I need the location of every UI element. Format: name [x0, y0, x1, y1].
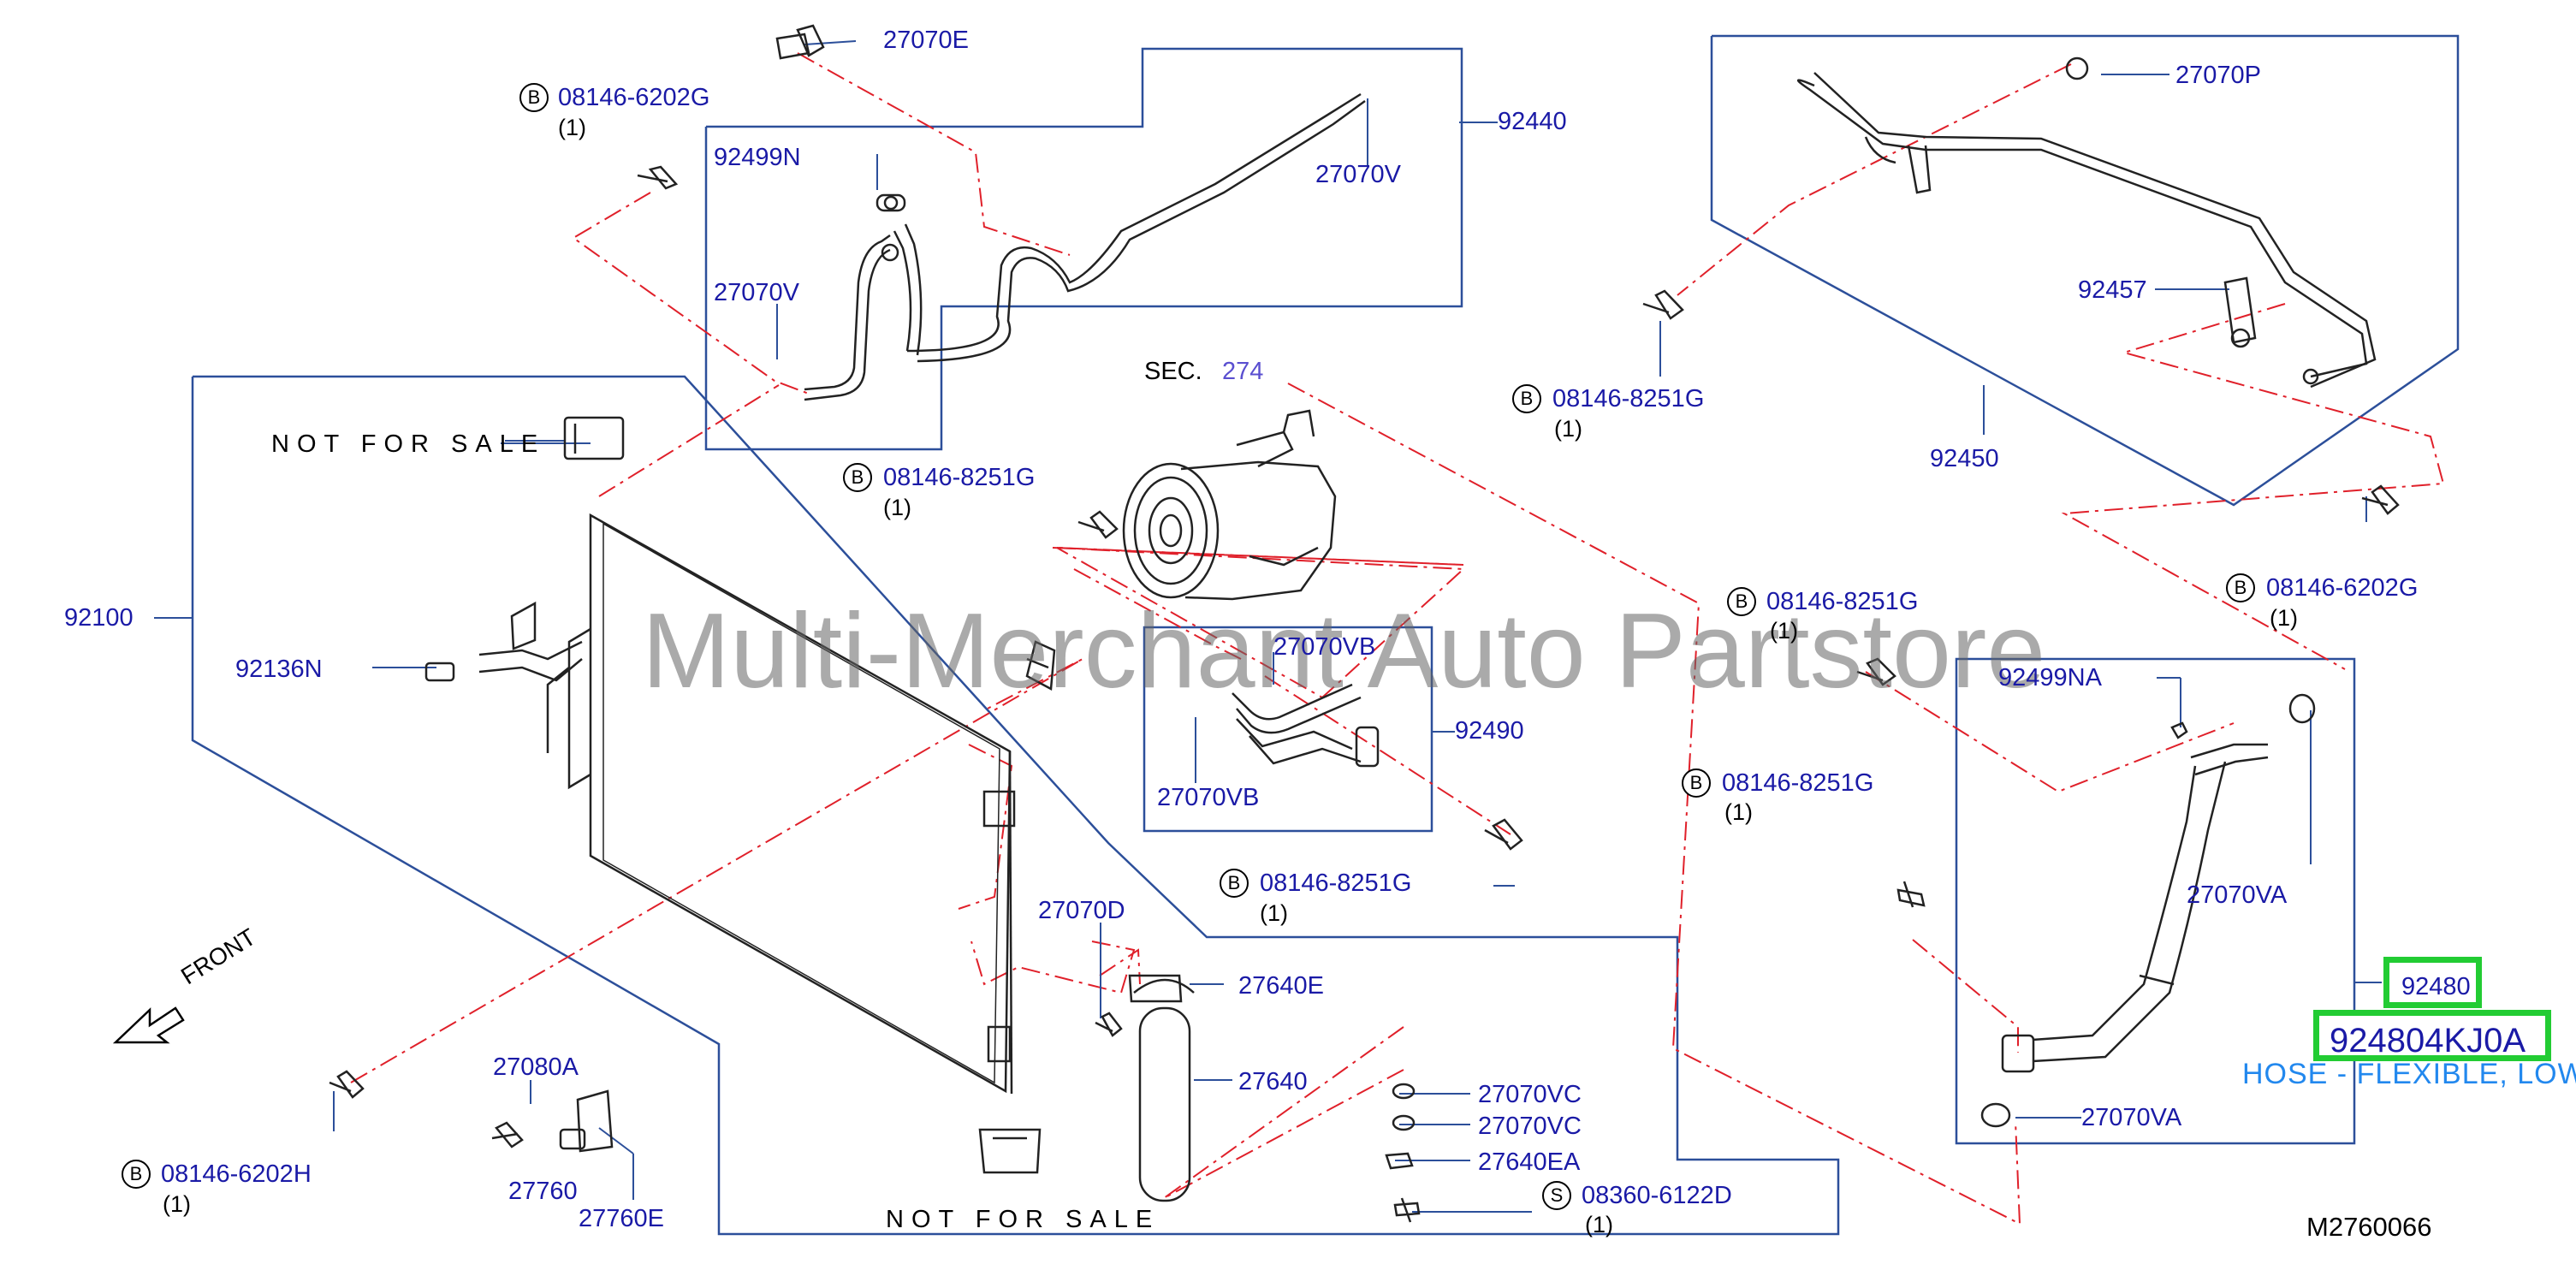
- label-92490[interactable]: 92490: [1455, 717, 1524, 745]
- label-08146-6202H[interactable]: 08146-6202H: [161, 1160, 312, 1188]
- part-description: HOSE - FLEXIBLE, LOW: [2242, 1058, 2576, 1090]
- highlight-92480-box[interactable]: 92480: [2383, 957, 2482, 1008]
- pipe-92440: [804, 92, 1366, 401]
- bolt-type-b-icon: B: [843, 463, 872, 492]
- small-components: [424, 24, 825, 682]
- label-27760E[interactable]: 27760E: [579, 1205, 664, 1232]
- qty-08146-8251G-r2: (1): [1724, 799, 1753, 825]
- outline-92440: [704, 47, 1463, 451]
- bolt-type-b-icon: B: [2226, 573, 2255, 602]
- label-08146-6202G-right[interactable]: 08146-6202G: [2266, 574, 2419, 602]
- label-27070VA-bot[interactable]: 27070VA: [2081, 1104, 2182, 1131]
- leader-lines: [350, 52, 2445, 1225]
- bolt-type-b-icon: B: [1512, 384, 1541, 413]
- label-not-for-sale-bottom: NOT FOR SALE: [886, 1206, 1160, 1233]
- label-92499N[interactable]: 92499N: [714, 144, 801, 171]
- label-27640E[interactable]: 27640E: [1238, 972, 1324, 1000]
- pipe-92490: [1232, 683, 1380, 768]
- qty-08146-6202G-right: (1): [2270, 605, 2298, 631]
- qty-08146-8251G-r1: (1): [1770, 618, 1798, 644]
- label-08146-6202G-top[interactable]: 08146-6202G: [558, 84, 710, 111]
- label-92136N[interactable]: 92136N: [235, 656, 323, 683]
- bolt-type-b-icon: B: [519, 83, 549, 112]
- outline-92450: [1710, 34, 2460, 507]
- bolt-type-b-icon: B: [1682, 769, 1711, 798]
- label-92440[interactable]: 92440: [1498, 108, 1567, 135]
- highlight-part-number-box[interactable]: 924804KJ0A: [2313, 1010, 2551, 1061]
- qty-08146-8251G-low: (1): [1260, 900, 1288, 926]
- label-27070V-right[interactable]: 27070V: [1315, 161, 1401, 188]
- group-outlines: [191, 34, 2460, 1236]
- bolts: [329, 165, 2400, 1223]
- label-27070D[interactable]: 27070D: [1038, 897, 1125, 924]
- diagram-code: M2760066: [2306, 1212, 2432, 1242]
- compressor-drawing: [1122, 409, 1337, 601]
- label-27070VA-mid[interactable]: 27070VA: [2187, 881, 2288, 909]
- bolt-type-b-icon: B: [122, 1160, 151, 1189]
- label-27070VC-2[interactable]: 27070VC: [1478, 1113, 1582, 1140]
- outline-92480: [1955, 657, 2356, 1145]
- label-27070V-left[interactable]: 27070V: [714, 279, 799, 306]
- label-27760[interactable]: 27760: [508, 1178, 578, 1205]
- label-27070VB-top[interactable]: 27070VB: [1273, 633, 1376, 661]
- label-not-for-sale-top: NOT FOR SALE: [271, 430, 546, 458]
- bolt-type-b-icon: B: [1220, 869, 1249, 898]
- label-27070P[interactable]: 27070P: [2175, 62, 2261, 89]
- watermark: Multi-Merchant Auto Partstore: [642, 592, 2046, 710]
- qty-08360-6122D: (1): [1585, 1212, 1613, 1237]
- outline-92490: [1143, 626, 1433, 833]
- qty-08146-8251G-mid: (1): [883, 495, 911, 520]
- pipe-92450: [1797, 56, 2377, 389]
- label-27070E[interactable]: 27070E: [883, 27, 969, 54]
- bolt-type-s-icon: S: [1542, 1181, 1571, 1210]
- qty-08146-6202H: (1): [163, 1191, 191, 1217]
- front-arrow-icon: [112, 1006, 185, 1044]
- bolt-type-b-icon: B: [1727, 587, 1756, 616]
- qty-08146-6202G-top: (1): [558, 115, 586, 140]
- label-08146-8251G-low[interactable]: 08146-8251G: [1260, 869, 1412, 897]
- label-27080A[interactable]: 27080A: [493, 1053, 579, 1081]
- condenser-drawing: [546, 513, 1056, 1174]
- sec-prefix: SEC.: [1144, 358, 1202, 385]
- label-08146-8251G-mid[interactable]: 08146-8251G: [883, 464, 1036, 491]
- label-27070VC-1[interactable]: 27070VC: [1478, 1081, 1582, 1108]
- label-27070VB-bot[interactable]: 27070VB: [1157, 784, 1260, 811]
- sec-number-274[interactable]: 274: [1222, 358, 1264, 385]
- label-92100[interactable]: 92100: [64, 604, 134, 632]
- label-27640[interactable]: 27640: [1238, 1068, 1308, 1095]
- label-92457[interactable]: 92457: [2078, 276, 2147, 304]
- label-27640EA[interactable]: 27640EA: [1478, 1148, 1581, 1176]
- receiver-dryer: [559, 974, 1416, 1202]
- label-08360-6122D[interactable]: 08360-6122D: [1582, 1182, 1732, 1209]
- label-92480: 92480: [2401, 973, 2471, 1000]
- label-08146-8251G-r2[interactable]: 08146-8251G: [1722, 769, 1874, 797]
- part-number-924804KJ0A: 924804KJ0A: [2330, 1022, 2526, 1059]
- label-08146-8251G-r1[interactable]: 08146-8251G: [1766, 588, 1919, 615]
- outline-92100: [191, 375, 1840, 1236]
- qty-08146-8251G-tr: (1): [1554, 416, 1582, 442]
- label-92499NA[interactable]: 92499NA: [1998, 664, 2102, 691]
- label-92450[interactable]: 92450: [1930, 445, 1999, 472]
- hose-92480: [1980, 693, 2316, 1128]
- label-08146-8251G-tr[interactable]: 08146-8251G: [1552, 385, 1705, 412]
